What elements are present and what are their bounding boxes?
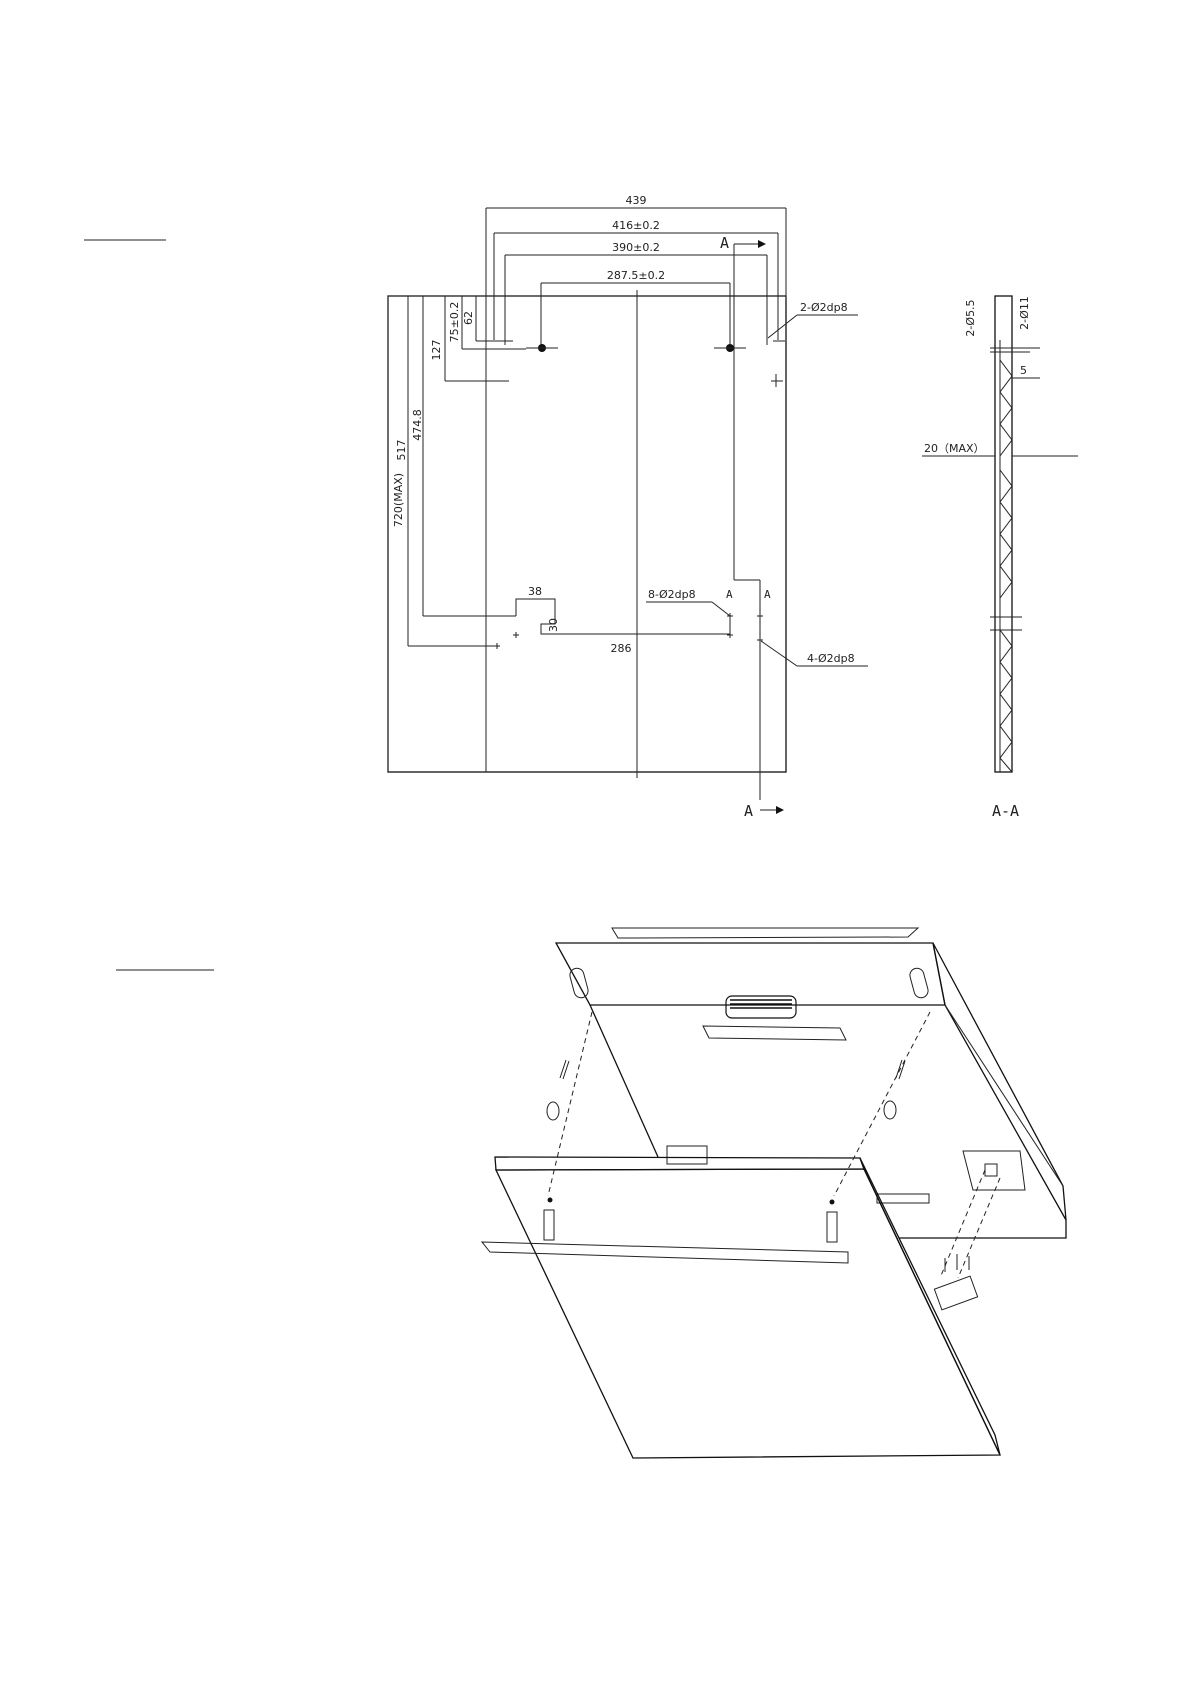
section-mark-a-mid2: A bbox=[764, 588, 771, 601]
dim-416: 416±0.2 bbox=[612, 219, 660, 232]
washer-right bbox=[883, 1100, 897, 1120]
hole-callout-2: 2-Ø2dp8 bbox=[800, 301, 848, 314]
hinge-plate bbox=[962, 1150, 1026, 1191]
hinge-bracket bbox=[933, 1275, 979, 1311]
guide-right bbox=[833, 1011, 931, 1197]
section-arrow-top bbox=[758, 240, 766, 248]
body-strip bbox=[702, 1025, 847, 1041]
body-top-rim bbox=[611, 927, 920, 939]
section-view-a-a: 2-Ø5.5 2-Ø11 5 20（MAX） A-A bbox=[922, 295, 1078, 820]
hole-callout-4: 4-Ø2dp8 bbox=[807, 652, 855, 665]
section-hatch-middle bbox=[999, 469, 1013, 599]
panel-front-view: 439 416±0.2 390±0.2 287.5±0.2 A 2-Ø2dp8 bbox=[387, 194, 868, 820]
door-strip bbox=[480, 1241, 849, 1264]
dim-286: 286 bbox=[611, 642, 632, 655]
section-dim-5: 5 bbox=[1020, 364, 1027, 377]
section-dim-5-5: 2-Ø5.5 bbox=[964, 299, 977, 336]
body-slot-left bbox=[569, 967, 589, 999]
section-dim-20-max: 20（MAX） bbox=[924, 442, 985, 455]
dim-390: 390±0.2 bbox=[612, 241, 660, 254]
dim-517: 517 bbox=[395, 440, 408, 461]
dim-287-5: 287.5±0.2 bbox=[607, 269, 665, 282]
hinge-screws bbox=[944, 1254, 970, 1272]
dim-38: 38 bbox=[528, 585, 542, 598]
washer-left bbox=[546, 1101, 560, 1121]
section-dim-11: 2-Ø11 bbox=[1018, 296, 1031, 330]
guide-left bbox=[547, 1011, 593, 1197]
dim-720-max: 720(MAX) bbox=[392, 473, 405, 527]
screw-left bbox=[559, 1059, 570, 1080]
assembly-illustration bbox=[480, 927, 1067, 1459]
door-bracket-left bbox=[543, 1209, 555, 1241]
door-front-face bbox=[494, 1168, 1002, 1459]
dim-439: 439 bbox=[626, 194, 647, 207]
dim-127: 127 bbox=[430, 340, 443, 361]
hole-callout-8: 8-Ø2dp8 bbox=[648, 588, 696, 601]
section-title: A-A bbox=[992, 802, 1019, 820]
dim-62: 62 bbox=[462, 311, 475, 325]
section-mark-a-mid1: A bbox=[726, 588, 733, 601]
lower-notch-outline bbox=[515, 598, 731, 635]
section-outline bbox=[994, 295, 1013, 773]
body-bracket bbox=[666, 1145, 708, 1165]
section-arrow-bottom bbox=[776, 806, 784, 814]
body-vent bbox=[725, 995, 797, 1019]
dim-75: 75±0.2 bbox=[448, 302, 461, 343]
section-hatch-lower bbox=[999, 629, 1013, 773]
panel-outline bbox=[387, 295, 787, 773]
screw-right bbox=[895, 1059, 906, 1080]
door-bracket-right bbox=[826, 1211, 838, 1243]
body-vent-grille bbox=[730, 999, 792, 1009]
section-hatch-upper bbox=[999, 359, 1013, 457]
dim-30: 30 bbox=[547, 618, 560, 632]
guide-hinge bbox=[939, 1169, 986, 1279]
door-side-edge bbox=[859, 1157, 1001, 1456]
dim-474-8: 474.8 bbox=[411, 409, 424, 441]
section-mark-a-bottom: A bbox=[744, 802, 753, 820]
section-mark-a-top: A bbox=[720, 234, 729, 252]
body-slot-right bbox=[909, 967, 929, 999]
